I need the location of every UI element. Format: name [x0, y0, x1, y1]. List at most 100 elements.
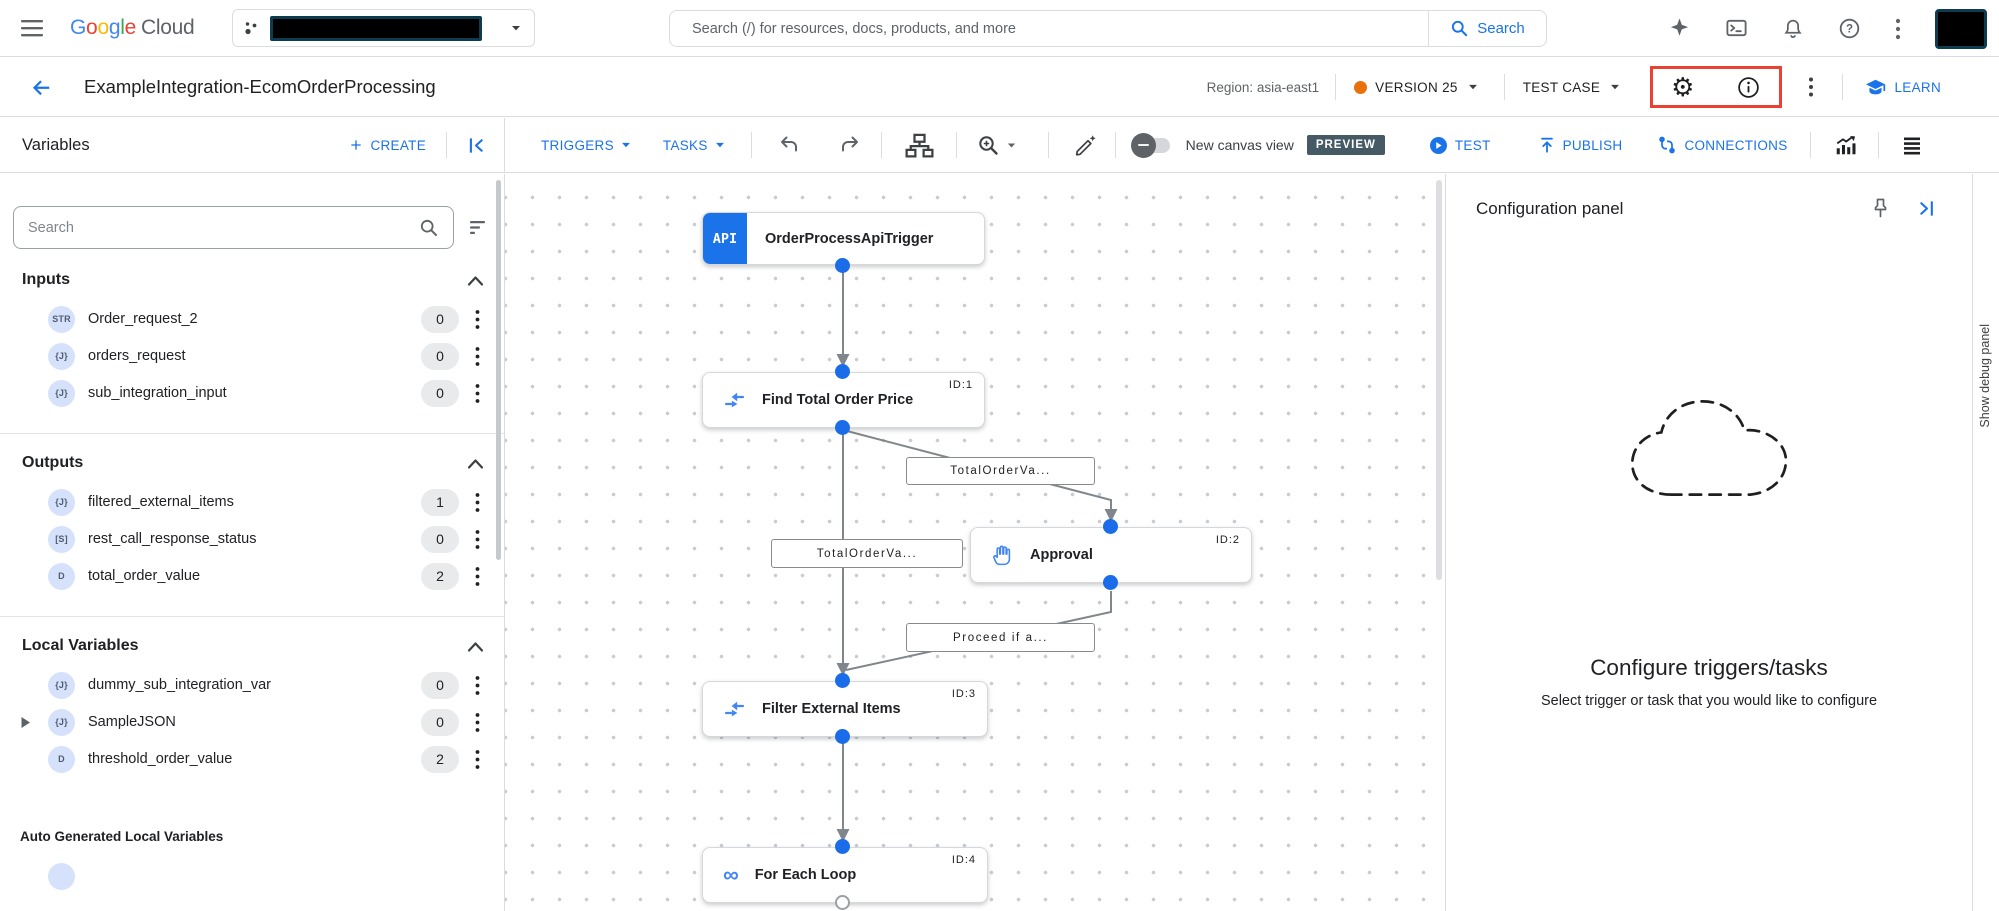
sort-filter-icon[interactable]: [469, 219, 488, 236]
notifications-bell-icon[interactable]: [1782, 17, 1804, 41]
collapse-right-icon[interactable]: [1917, 199, 1936, 218]
type-badge: STR: [48, 305, 75, 333]
output-port[interactable]: [1103, 575, 1118, 590]
variable-row[interactable]: D total_order_value 2: [20, 562, 480, 590]
help-icon[interactable]: ?: [1838, 17, 1861, 40]
logo-letter: o: [86, 16, 98, 39]
node-for-each-loop[interactable]: ID:4 ∞ For Each Loop: [702, 847, 988, 903]
more-vert-icon[interactable]: [475, 309, 480, 330]
variable-name: threshold_order_value: [88, 751, 233, 767]
node-approval[interactable]: ID:2 Approval: [970, 527, 1252, 583]
more-vert-icon[interactable]: [1895, 17, 1901, 41]
edge-label[interactable]: TotalOrderVa...: [771, 539, 963, 568]
publish-icon: [1540, 137, 1553, 153]
cloud-sketch-illustration: [1624, 387, 1794, 509]
test-case-dropdown[interactable]: TEST CASE: [1523, 80, 1622, 95]
more-vert-icon[interactable]: [475, 529, 480, 550]
sidebar-scrollbar[interactable]: [496, 180, 501, 560]
more-vert-icon[interactable]: [475, 346, 480, 367]
chevron-up-icon[interactable]: [467, 457, 484, 470]
learn-button[interactable]: LEARN: [1865, 78, 1941, 97]
edge-label[interactable]: TotalOrderVa...: [906, 457, 1095, 485]
node-filter-external-items[interactable]: ID:3 Filter External Items: [702, 681, 988, 737]
variable-name: Order_request_2: [88, 311, 198, 327]
api-trigger-icon: API: [703, 213, 747, 264]
canvas-toolbar: TRIGGERS TASKS New canvas v: [505, 118, 1999, 172]
header-actions: Region: asia-east1 VERSION 25 TEST CASE …: [1207, 66, 1999, 108]
usage-count-badge: 1: [421, 488, 459, 516]
chevron-up-icon[interactable]: [467, 274, 484, 287]
metrics-chart-icon[interactable]: [1834, 134, 1858, 156]
input-port[interactable]: [835, 673, 850, 688]
project-selector[interactable]: [232, 9, 536, 47]
variable-row-clipped[interactable]: [20, 862, 480, 890]
menu-icon[interactable]: [20, 18, 46, 38]
type-badge: {J}: [48, 708, 75, 736]
cloud-shell-icon[interactable]: [1725, 17, 1748, 40]
variable-row[interactable]: {J} sub_integration_input 0: [20, 379, 480, 407]
logs-icon[interactable]: [1903, 135, 1921, 155]
global-search-input[interactable]: [670, 20, 1428, 37]
zoom-control[interactable]: [977, 134, 1018, 157]
more-vert-icon[interactable]: [475, 566, 480, 587]
tasks-dropdown[interactable]: TASKS: [663, 138, 727, 153]
gear-icon[interactable]: ⚙: [1671, 72, 1695, 102]
pin-icon[interactable]: [1872, 198, 1889, 219]
more-vert-icon[interactable]: [1808, 76, 1814, 98]
new-canvas-view-toggle[interactable]: [1130, 132, 1170, 158]
logo-letter: e: [124, 16, 137, 39]
more-vert-icon[interactable]: [475, 492, 480, 513]
version-dropdown[interactable]: VERSION 25: [1354, 80, 1480, 95]
input-port[interactable]: [835, 839, 850, 854]
undo-icon[interactable]: [778, 135, 800, 155]
output-port[interactable]: [835, 258, 850, 273]
variable-row[interactable]: STR Order_request_2 0: [20, 305, 480, 333]
avatar[interactable]: [1935, 8, 1987, 49]
test-button[interactable]: TEST: [1429, 136, 1491, 154]
auto-layout-icon[interactable]: [905, 133, 934, 158]
integration-canvas[interactable]: TotalOrderVa... TotalOrderVa... Proceed …: [505, 174, 1445, 911]
connections-button[interactable]: CONNECTIONS: [1657, 135, 1787, 155]
redo-icon[interactable]: [839, 135, 861, 155]
variable-name: orders_request: [88, 348, 186, 364]
back-arrow-icon[interactable]: [30, 76, 52, 98]
type-badge: {J}: [48, 379, 75, 407]
canvas-view-label: New canvas view: [1185, 137, 1294, 153]
triggers-dropdown[interactable]: TRIGGERS: [541, 138, 633, 153]
chevron-up-icon[interactable]: [467, 640, 484, 653]
output-port[interactable]: [835, 729, 850, 744]
data-mapping-icon: [723, 389, 746, 411]
edge-label[interactable]: Proceed if a...: [906, 623, 1095, 652]
input-port[interactable]: [1103, 519, 1118, 534]
global-search-button[interactable]: Search: [1428, 11, 1546, 46]
local-variables-section-header: Local Variables: [22, 637, 484, 655]
canvas-scrollbar[interactable]: [1436, 180, 1442, 580]
variable-row[interactable]: {J} SampleJSON 0: [20, 708, 480, 736]
input-port[interactable]: [835, 364, 850, 379]
more-vert-icon[interactable]: [475, 675, 480, 696]
connections-icon: [1659, 136, 1676, 154]
expand-arrow-icon[interactable]: [20, 716, 36, 729]
variable-row[interactable]: {J} filtered_external_items 1: [20, 488, 480, 516]
collapse-panel-icon[interactable]: [467, 136, 486, 155]
variable-row[interactable]: D threshold_order_value 2: [20, 745, 480, 773]
more-vert-icon[interactable]: [475, 712, 480, 733]
test-case-label: TEST CASE: [1522, 79, 1601, 95]
output-port-open[interactable]: [835, 895, 850, 910]
magic-edit-icon[interactable]: [1074, 134, 1097, 157]
page-title: ExampleIntegration-EcomOrderProcessing: [84, 76, 436, 97]
variable-row[interactable]: {J} dummy_sub_integration_var 0: [20, 671, 480, 699]
create-variable-button[interactable]: CREATE: [348, 137, 426, 153]
variables-search-input[interactable]: [28, 219, 419, 236]
more-vert-icon[interactable]: [475, 383, 480, 404]
publish-button[interactable]: PUBLISH: [1538, 136, 1623, 154]
more-vert-icon[interactable]: [475, 749, 480, 770]
variable-row[interactable]: {J} orders_request 0: [20, 342, 480, 370]
output-port[interactable]: [835, 420, 850, 435]
gemini-sparkle-icon[interactable]: [1668, 17, 1691, 40]
info-icon[interactable]: [1736, 75, 1761, 100]
variable-row[interactable]: [S] rest_call_response_status 0: [20, 525, 480, 553]
show-debug-panel-button[interactable]: Show debug panel: [1978, 324, 1992, 428]
node-order-process-api-trigger[interactable]: API OrderProcessApiTrigger: [702, 212, 985, 265]
outputs-title: Outputs: [22, 454, 84, 471]
